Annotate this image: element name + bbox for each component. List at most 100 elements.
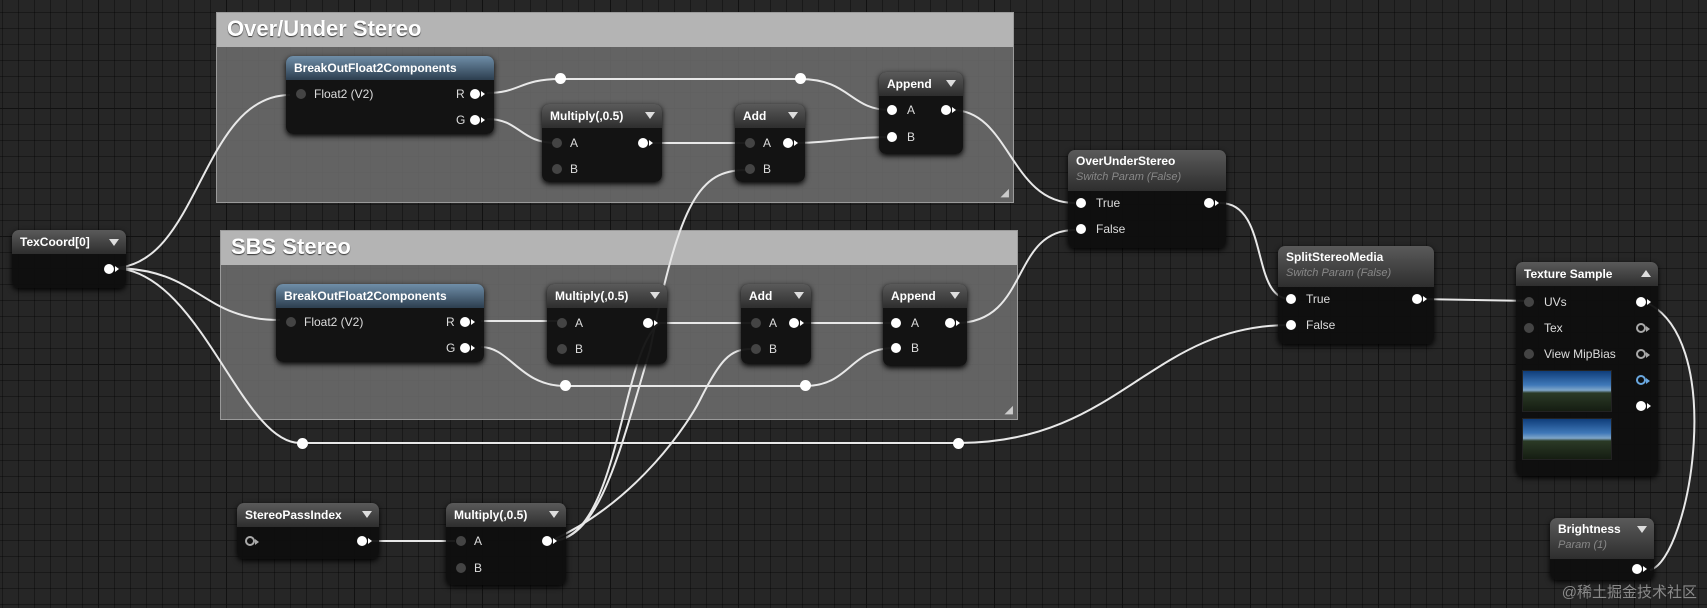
output-pin-r[interactable] bbox=[470, 89, 485, 99]
node-title-text: OverUnderStereo bbox=[1076, 154, 1176, 168]
node-title: StereoPassIndex bbox=[237, 503, 379, 527]
collapse-arrow-icon[interactable] bbox=[950, 292, 960, 299]
input-pin-b[interactable] bbox=[891, 343, 901, 353]
node-add-over-under[interactable]: Add A B bbox=[735, 104, 805, 182]
node-append-sbs[interactable]: Append A B bbox=[883, 284, 967, 366]
pin-label: Float2 (V2) bbox=[314, 87, 374, 101]
node-multiply-sbs[interactable]: Multiply(,0.5) A B bbox=[547, 284, 667, 364]
resize-grip-icon[interactable]: ◢ bbox=[1000, 187, 1009, 199]
output-pin-a[interactable] bbox=[1636, 401, 1651, 411]
input-pin-float2[interactable] bbox=[296, 89, 306, 99]
input-pin-a[interactable] bbox=[456, 536, 466, 546]
node-subtitle: Param (1) bbox=[1558, 539, 1607, 551]
texture-preview-bottom bbox=[1522, 418, 1612, 460]
output-pin[interactable] bbox=[945, 318, 960, 328]
output-pin[interactable] bbox=[789, 318, 804, 328]
node-multiply-stereopass[interactable]: Multiply(,0.5) A B bbox=[446, 503, 566, 585]
collapse-arrow-icon[interactable] bbox=[109, 239, 119, 246]
output-pin[interactable] bbox=[357, 536, 372, 546]
reroute-node[interactable] bbox=[560, 380, 571, 391]
input-pin-a[interactable] bbox=[552, 138, 562, 148]
input-pin-a[interactable] bbox=[887, 105, 897, 115]
input-pin-float2[interactable] bbox=[286, 317, 296, 327]
collapse-arrow-icon[interactable] bbox=[650, 292, 660, 299]
pin-label-mipbias: View MipBias bbox=[1544, 347, 1616, 361]
input-pin-uvs[interactable] bbox=[1524, 297, 1534, 307]
output-pin[interactable] bbox=[643, 318, 658, 328]
node-subtitle: Switch Param (False) bbox=[1286, 267, 1392, 279]
input-pin-a[interactable] bbox=[557, 318, 567, 328]
output-pin-g[interactable] bbox=[1636, 349, 1650, 359]
watermark: @稀土掘金技术社区 bbox=[1561, 584, 1697, 601]
output-pin[interactable] bbox=[941, 105, 956, 115]
input-pin-b[interactable] bbox=[456, 563, 466, 573]
collapse-arrow-icon[interactable] bbox=[1641, 270, 1651, 277]
output-pin-g[interactable] bbox=[460, 343, 475, 353]
output-pin[interactable] bbox=[1632, 564, 1647, 574]
input-pin-b[interactable] bbox=[751, 344, 761, 354]
reroute-node[interactable] bbox=[795, 73, 806, 84]
node-breakout-over-under[interactable]: BreakOutFloat2Components Float2 (V2) R G bbox=[286, 56, 494, 134]
input-pin-b[interactable] bbox=[557, 344, 567, 354]
input-pin-false[interactable] bbox=[1076, 224, 1086, 234]
input-pin-true[interactable] bbox=[1286, 294, 1296, 304]
pin-label-g: G bbox=[456, 113, 466, 127]
input-pin-false[interactable] bbox=[1286, 320, 1296, 330]
pin-label-false: False bbox=[1096, 222, 1126, 236]
resize-grip-icon[interactable]: ◢ bbox=[1004, 404, 1013, 416]
collapse-arrow-icon[interactable] bbox=[788, 112, 798, 119]
node-title-text: SplitStereoMedia bbox=[1286, 250, 1384, 264]
reroute-node[interactable] bbox=[800, 380, 811, 391]
collapse-arrow-icon[interactable] bbox=[645, 112, 655, 119]
output-pin-rgb[interactable] bbox=[1636, 297, 1651, 307]
input-pin-a[interactable] bbox=[891, 318, 901, 328]
pin-label-true: True bbox=[1306, 292, 1331, 306]
collapse-arrow-icon[interactable] bbox=[362, 511, 372, 518]
output-pin-r[interactable] bbox=[1636, 323, 1650, 333]
output-pin[interactable] bbox=[783, 138, 798, 148]
reroute-node[interactable] bbox=[953, 438, 964, 449]
output-pin[interactable] bbox=[542, 536, 557, 546]
input-pin-a[interactable] bbox=[751, 318, 761, 328]
node-append-over-under[interactable]: Append A B bbox=[879, 72, 963, 154]
node-texcoord[interactable]: TexCoord[0] bbox=[12, 230, 126, 288]
pin-label: Float2 (V2) bbox=[304, 315, 364, 329]
pin-label-a: A bbox=[575, 316, 584, 330]
input-pin-tex[interactable] bbox=[1524, 323, 1534, 333]
collapse-arrow-icon[interactable] bbox=[1637, 526, 1647, 533]
pin-label-tex: Tex bbox=[1544, 321, 1563, 335]
node-add-sbs[interactable]: Add A B bbox=[741, 284, 811, 364]
node-title: Multiply(,0.5) bbox=[547, 284, 667, 308]
node-multiply-over-under[interactable]: Multiply(,0.5) A B bbox=[542, 104, 662, 182]
node-stereopassindex[interactable]: StereoPassIndex bbox=[237, 503, 379, 559]
output-pin[interactable] bbox=[1412, 294, 1427, 304]
collapse-arrow-icon[interactable] bbox=[946, 80, 956, 87]
reroute-node[interactable] bbox=[555, 73, 566, 84]
pin-label-uvs: UVs bbox=[1544, 295, 1567, 309]
input-pin-b[interactable] bbox=[887, 132, 897, 142]
collapse-arrow-icon[interactable] bbox=[549, 511, 559, 518]
output-pin[interactable] bbox=[104, 264, 119, 274]
input-pin-true[interactable] bbox=[1076, 198, 1086, 208]
pin-label-r: R bbox=[456, 87, 465, 101]
input-pin[interactable] bbox=[245, 536, 259, 546]
input-pin-a[interactable] bbox=[745, 138, 755, 148]
node-title: Texture Sample bbox=[1516, 262, 1658, 286]
output-pin-b[interactable] bbox=[1636, 375, 1650, 385]
collapse-arrow-icon[interactable] bbox=[794, 292, 804, 299]
output-pin-r[interactable] bbox=[460, 317, 475, 327]
reroute-node[interactable] bbox=[297, 438, 308, 449]
node-breakout-sbs[interactable]: BreakOutFloat2Components Float2 (V2) R G bbox=[276, 284, 484, 362]
output-pin-g[interactable] bbox=[470, 115, 485, 125]
input-pin-b[interactable] bbox=[745, 164, 755, 174]
input-pin-mipbias[interactable] bbox=[1524, 349, 1534, 359]
output-pin[interactable] bbox=[638, 138, 653, 148]
node-texture-sample[interactable]: Texture Sample UVs Tex View MipBias bbox=[1516, 262, 1658, 476]
output-pin[interactable] bbox=[1204, 198, 1219, 208]
node-title: Multiply(,0.5) bbox=[542, 104, 662, 128]
input-pin-b[interactable] bbox=[552, 164, 562, 174]
